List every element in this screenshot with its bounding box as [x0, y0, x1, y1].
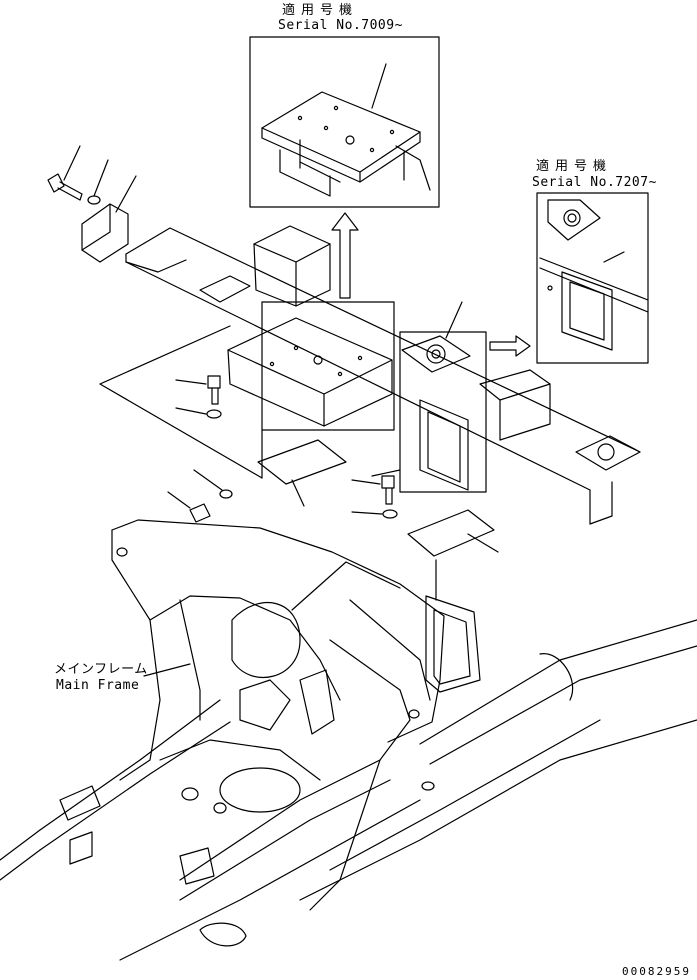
guide-lines — [99, 325, 401, 479]
main-frame-label-en: Main Frame — [56, 678, 140, 693]
arrow-up — [331, 212, 359, 299]
inset-box-top — [249, 36, 440, 208]
shim-plates — [257, 439, 499, 557]
bolt-washer-block-group — [47, 145, 137, 263]
main-frame-label-jp: メインフレーム — [54, 662, 148, 677]
right-inset-serial-label: Serial No.7207~ — [532, 175, 657, 190]
inset-box-right — [536, 192, 649, 364]
document-number: 00082959 — [622, 965, 691, 978]
fasteners-mid — [167, 375, 398, 523]
right-inset-applicable-label: 適用号機 — [536, 159, 613, 174]
arrow-right — [489, 335, 531, 357]
cross-beam-upper — [125, 225, 641, 525]
top-inset-serial-label: Serial No.7009~ — [278, 18, 403, 33]
top-inset-applicable-label: 適用号機 — [282, 3, 359, 18]
main-frame — [0, 519, 697, 961]
